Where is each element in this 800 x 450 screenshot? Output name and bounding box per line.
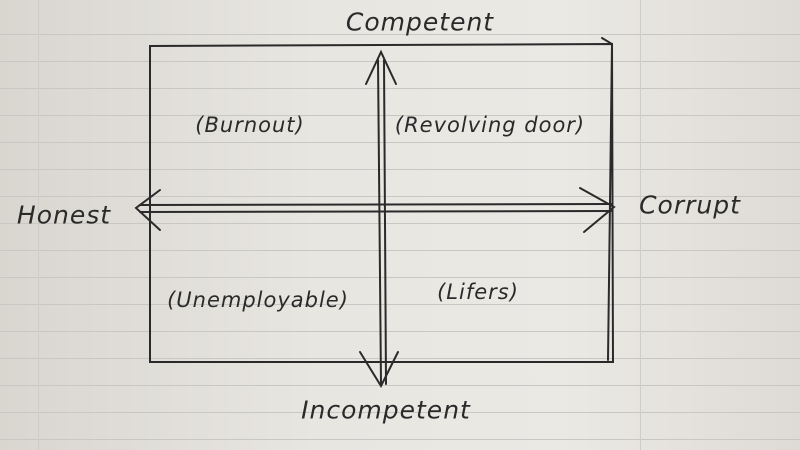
arrow-head-right xyxy=(579,187,616,233)
axis-label-right: Corrupt xyxy=(639,190,741,220)
quadrant-label-top-left: (Burnout) xyxy=(195,113,305,137)
axis-label-top: Competent xyxy=(345,7,495,37)
margin-line xyxy=(38,0,39,450)
axis-label-bottom: Incompetent xyxy=(301,395,471,425)
quadrant-label-top-right: (Revolving door) xyxy=(394,113,586,137)
arrow-head-down xyxy=(359,351,399,389)
arrow-head-up xyxy=(365,49,397,85)
vertical-axis xyxy=(377,59,387,385)
axis-label-left: Honest xyxy=(16,200,112,230)
arrow-head-left xyxy=(134,189,161,231)
quadrant-box xyxy=(149,37,615,363)
quadrant-label-bottom-right: (Lifers) xyxy=(437,280,519,304)
margin-line xyxy=(640,0,641,450)
horizontal-axis xyxy=(139,203,613,213)
quadrant-label-bottom-left: (Unemployable) xyxy=(167,288,349,312)
